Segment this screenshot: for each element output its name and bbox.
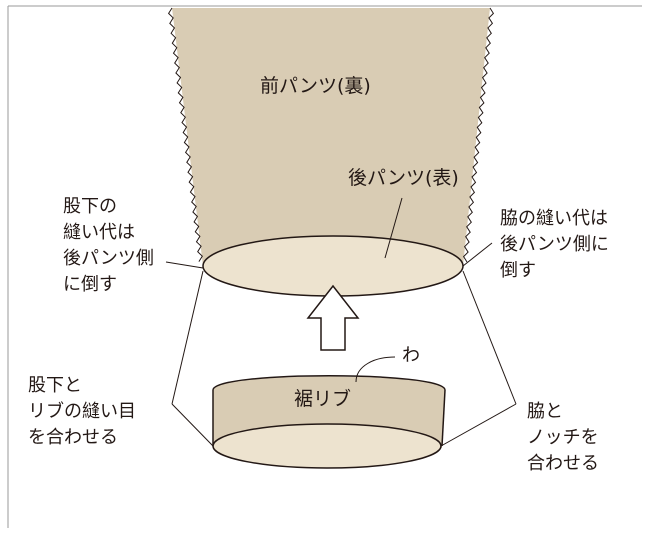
right-top-note-line: 倒す [500,260,536,281]
fold-label: わ [402,345,420,366]
front-pants-label: 前パンツ(裏) [260,75,371,97]
left-bottom-note-line: 股下と [28,375,82,396]
right-top-leader [462,242,493,267]
left-top-note-line: に倒す [63,274,117,295]
hem-rib-top-edge [212,375,446,391]
hem-rib-right-edge [441,389,446,447]
left-top-note-line: 縫い代は [63,222,135,243]
up-arrow [306,284,360,351]
left-connection-line-2 [171,403,214,447]
right-bottom-note-line: 脇と [527,401,563,422]
left-top-note: 股下の 縫い代は 後パンツ側 に倒す [63,196,154,295]
right-bottom-note-line: ノッチを [527,427,599,448]
fold-leader [355,356,396,383]
right-connection-line-2 [440,403,517,447]
right-top-note-line: 後パンツ側に [500,234,609,255]
right-top-note-line: 脇の縫い代は [500,208,608,229]
left-top-note-line: 後パンツ側 [63,248,154,269]
left-bottom-note: 股下と リブの縫い目 を合わせる [28,375,136,448]
right-connection-line [462,270,517,405]
left-bottom-note-line: を合わせる [28,427,118,448]
left-connection-line [171,270,204,405]
left-top-leader [165,261,204,269]
hem-rib-label: 裾リブ [294,387,351,410]
left-overlock-edge [167,7,203,262]
back-pants-leader [384,197,403,259]
hem-rib-bottom-ellipse [212,423,442,469]
right-bottom-note-line: 合わせる [527,453,599,474]
left-bottom-note-line: リブの縫い目 [28,400,136,422]
right-overlock-edge [462,7,495,263]
left-top-note-line: 股下の [63,196,117,217]
right-top-note: 脇の縫い代は 後パンツ側に 倒す [500,208,609,281]
back-pants-label: 後パンツ(表) [348,167,459,189]
pants-leg-shape [172,8,490,266]
right-bottom-note: 脇と ノッチを 合わせる [527,401,599,474]
